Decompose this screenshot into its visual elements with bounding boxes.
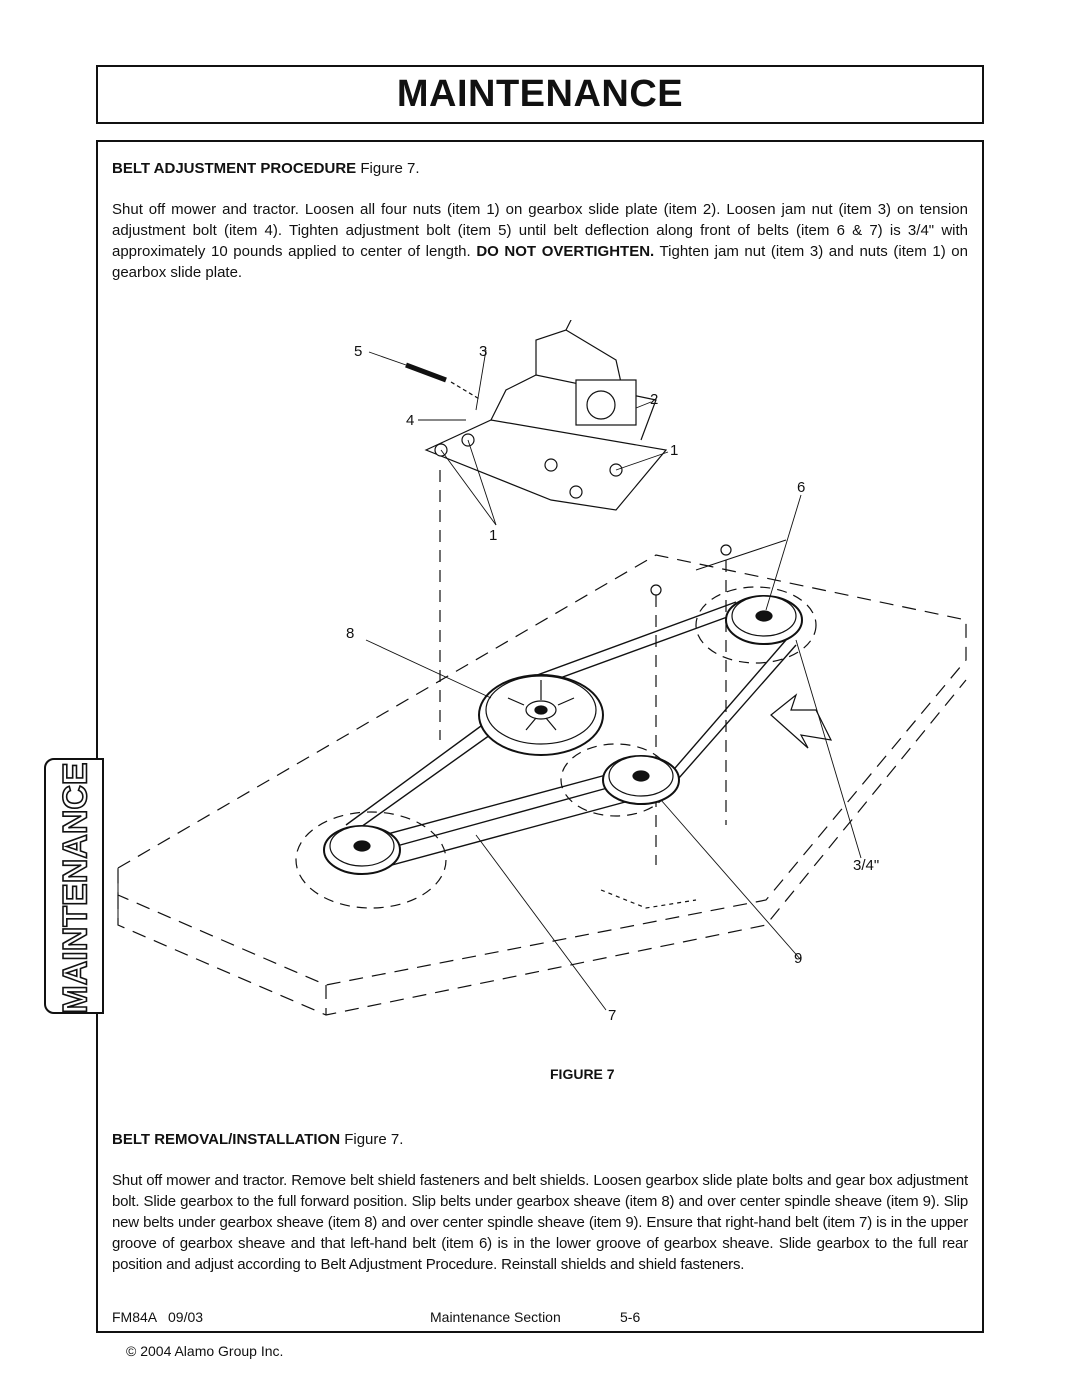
- callout-3: 3: [479, 343, 487, 360]
- left-spindle-sheave: [323, 825, 401, 875]
- callout-8: 8: [346, 625, 354, 642]
- header-banner: MAINTENANCE: [96, 65, 984, 124]
- rotation-arrow: [770, 693, 833, 749]
- belt-drive-diagram: 5 3 2 4 1 6 1 8 3/4" 9 7: [117, 320, 967, 1024]
- callout-5: 5: [354, 343, 362, 360]
- belt-adjustment-heading-text: BELT ADJUSTMENT PROCEDURE: [112, 160, 357, 177]
- section-heading-belt-removal: BELT REMOVAL/INSTALLATION Figure 7.: [112, 1131, 403, 1148]
- figure-caption: FIGURE 7: [550, 1066, 615, 1082]
- gearbox-slide-plate: [424, 320, 732, 596]
- gearbox-sheave: [478, 674, 604, 756]
- footer-page-number: 5-6: [620, 1309, 641, 1325]
- callout-9: 9: [794, 950, 802, 967]
- callout-7: 7: [608, 1007, 616, 1024]
- adjustment-bolt: [405, 362, 482, 401]
- side-tab: MAINTENANCE: [44, 758, 104, 1014]
- footer-section: Maintenance Section: [430, 1309, 561, 1325]
- right-spindle-sheave: [725, 595, 803, 645]
- belt-adjustment-figure-ref: Figure 7.: [360, 160, 420, 177]
- content-frame: [96, 140, 984, 1333]
- footer-doc-id: FM84A 09/03: [112, 1309, 204, 1325]
- leader-lines: [365, 349, 862, 1011]
- callout-2: 2: [650, 391, 658, 408]
- center-spindle-sheave: [602, 755, 680, 805]
- section-heading-belt-adjustment: BELT ADJUSTMENT PROCEDURE Figure 7.: [112, 160, 420, 177]
- callout-three-quarter: 3/4": [853, 857, 879, 874]
- callout-1-upper: 1: [670, 442, 678, 459]
- belt-removal-figure-ref: Figure 7.: [344, 1131, 404, 1148]
- belt-removal-heading-text: BELT REMOVAL/INSTALLATION: [112, 1131, 341, 1148]
- belt-removal-paragraph: Shut off mower and tractor. Remove belt …: [112, 1172, 968, 1273]
- copyright: © 2004 Alamo Group Inc.: [126, 1343, 284, 1359]
- page-title: MAINTENANCE: [396, 73, 684, 115]
- callout-1-lower: 1: [489, 527, 497, 544]
- callout-4: 4: [406, 412, 414, 429]
- callout-6: 6: [797, 479, 805, 496]
- callout-labels: 5 3 2 4 1 6 1 8 3/4" 9 7: [346, 343, 879, 1024]
- belt-adjustment-paragraph: Shut off mower and tractor. Loosen all f…: [112, 201, 968, 281]
- side-tab-label: MAINTENANCE: [56, 762, 96, 1014]
